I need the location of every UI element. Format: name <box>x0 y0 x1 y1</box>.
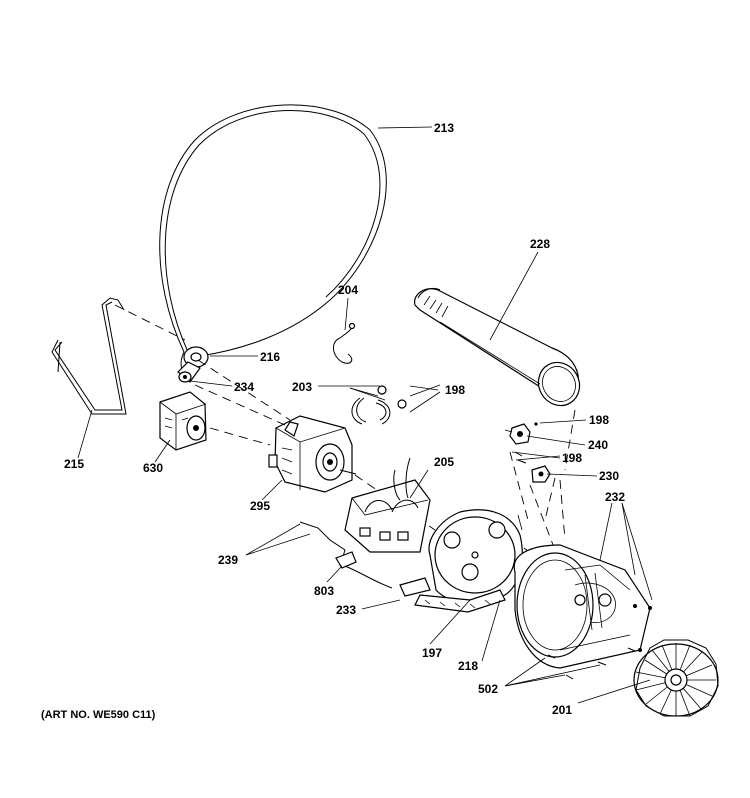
callout-198-a: 198 <box>445 383 465 397</box>
callout-630: 630 <box>143 461 163 475</box>
callout-502: 502 <box>478 682 498 696</box>
callout-198-b: 198 <box>589 413 609 427</box>
callout-234: 234 <box>234 380 254 394</box>
callout-labels: 213 228 204 216 234 203 198 198 240 198 … <box>41 121 625 721</box>
duct-clamps[interactable] <box>351 385 407 425</box>
callout-203: 203 <box>292 380 312 394</box>
wire-harness[interactable] <box>299 521 393 589</box>
idler-spring-rod[interactable] <box>51 297 127 415</box>
thermal-fuse[interactable] <box>531 465 551 483</box>
callout-204: 204 <box>338 283 358 297</box>
blower-wheel[interactable] <box>633 639 719 717</box>
mounting-screws <box>547 647 636 680</box>
callout-232: 232 <box>605 490 625 504</box>
callout-205: 205 <box>434 455 454 469</box>
callout-201: 201 <box>552 703 572 717</box>
callout-239: 239 <box>218 553 238 567</box>
callout-198-c: 198 <box>562 451 582 465</box>
thermostat[interactable] <box>504 423 531 445</box>
callout-213: 213 <box>434 121 454 135</box>
belt-clip[interactable] <box>333 322 356 364</box>
art-number: (ART NO. WE590 C11) <box>41 709 156 721</box>
drive-motor[interactable] <box>268 415 357 493</box>
callout-295: 295 <box>250 499 270 513</box>
callout-215: 215 <box>64 457 84 471</box>
callout-240: 240 <box>588 438 608 452</box>
callout-228: 228 <box>530 237 550 251</box>
rear-bulkhead[interactable] <box>399 509 523 613</box>
leader-lines <box>77 126 653 704</box>
blower-housing[interactable] <box>513 544 652 669</box>
idler-pulley[interactable] <box>177 346 209 383</box>
callout-197: 197 <box>422 646 442 660</box>
callout-233: 233 <box>336 603 356 617</box>
motor-mount-bracket[interactable] <box>344 457 431 553</box>
callout-803: 803 <box>314 584 334 598</box>
callout-218: 218 <box>458 659 478 673</box>
motor-switch[interactable] <box>159 391 207 451</box>
callout-230: 230 <box>599 469 619 483</box>
drive-belt[interactable] <box>159 104 387 379</box>
callout-216: 216 <box>260 350 280 364</box>
heater-duct[interactable] <box>413 287 588 413</box>
